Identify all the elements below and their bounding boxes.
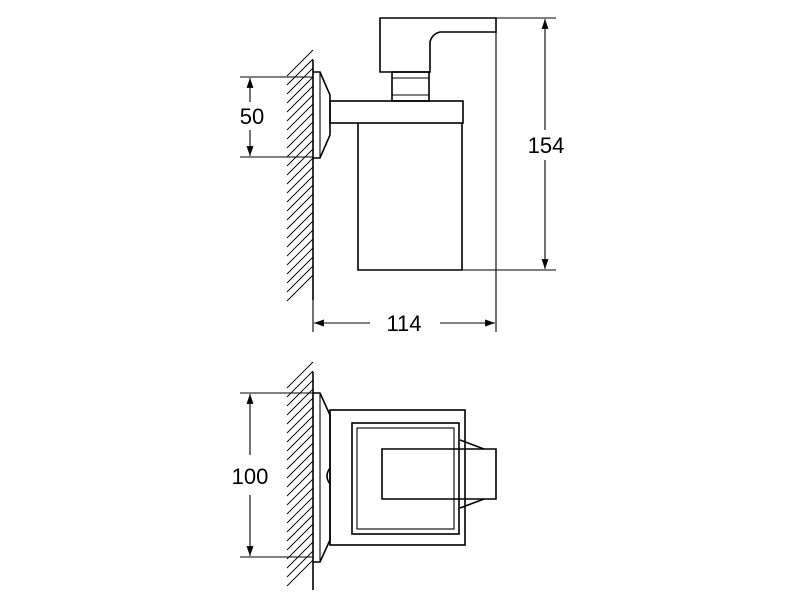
- side-view: 50 154 114: [240, 17, 565, 336]
- pump-head: [379, 17, 497, 73]
- wall-hatching-top: [286, 49, 314, 302]
- hatch-stroke: [286, 247, 314, 275]
- hatch-stroke: [286, 424, 314, 452]
- hatch-stroke: [286, 166, 314, 194]
- wall-mount-plate: [313, 71, 331, 159]
- dim-label-50: 50: [240, 104, 264, 129]
- hatch-stroke: [286, 184, 314, 212]
- wall-hatching-bottom: [286, 361, 314, 587]
- hatch-stroke: [286, 415, 314, 443]
- hatch-stroke: [286, 202, 314, 230]
- hatch-stroke: [286, 157, 314, 185]
- front-view: 100: [232, 361, 497, 590]
- hatch-stroke: [286, 193, 314, 221]
- front-pump-head: [381, 448, 497, 500]
- hatch-stroke: [286, 139, 314, 167]
- hatch-stroke: [286, 559, 314, 587]
- hatch-stroke: [286, 94, 314, 122]
- hatch-stroke: [286, 175, 314, 203]
- hatch-stroke: [286, 256, 314, 284]
- hatch-stroke: [286, 76, 314, 104]
- hatch-stroke: [286, 85, 314, 113]
- hatch-stroke: [286, 103, 314, 131]
- hatch-stroke: [286, 550, 314, 578]
- front-inner-frame: [356, 427, 455, 530]
- front-outer-square: [329, 409, 466, 546]
- hatch-stroke: [286, 58, 314, 86]
- hatch-stroke: [286, 469, 314, 497]
- hatch-stroke: [286, 220, 314, 248]
- hatch-stroke: [286, 148, 314, 176]
- hatch-stroke: [286, 121, 314, 149]
- dim-label-114: 114: [386, 311, 421, 336]
- hatch-stroke: [286, 442, 314, 470]
- hatch-stroke: [286, 397, 314, 425]
- mount-screw: [326, 467, 331, 485]
- hatch-stroke: [286, 406, 314, 434]
- holder-arm: [329, 100, 464, 124]
- hatch-stroke: [286, 67, 314, 95]
- hatch-stroke: [286, 433, 314, 461]
- hatch-stroke: [286, 361, 314, 389]
- front-inner-square: [351, 422, 460, 535]
- hatch-stroke: [286, 514, 314, 542]
- hatch-stroke: [286, 229, 314, 257]
- hatch-stroke: [286, 274, 314, 302]
- hatch-stroke: [286, 49, 314, 77]
- hatch-stroke: [286, 487, 314, 515]
- hatch-stroke: [286, 451, 314, 479]
- front-pump-neck: [459, 439, 485, 509]
- hatch-stroke: [286, 532, 314, 560]
- hatch-stroke: [286, 112, 314, 140]
- hatch-stroke: [286, 523, 314, 551]
- hatch-stroke: [286, 505, 314, 533]
- hatch-stroke: [286, 478, 314, 506]
- soap-container: [357, 123, 463, 271]
- hatch-stroke: [286, 541, 314, 569]
- hatch-stroke: [286, 130, 314, 158]
- hatch-stroke: [286, 496, 314, 524]
- hatch-stroke: [286, 265, 314, 293]
- hatch-stroke: [286, 211, 314, 239]
- hatch-stroke: [286, 238, 314, 266]
- pump-neck: [391, 71, 430, 102]
- hatch-stroke: [286, 460, 314, 488]
- dim-label-154: 154: [528, 133, 565, 158]
- dim-label-100: 100: [232, 464, 269, 489]
